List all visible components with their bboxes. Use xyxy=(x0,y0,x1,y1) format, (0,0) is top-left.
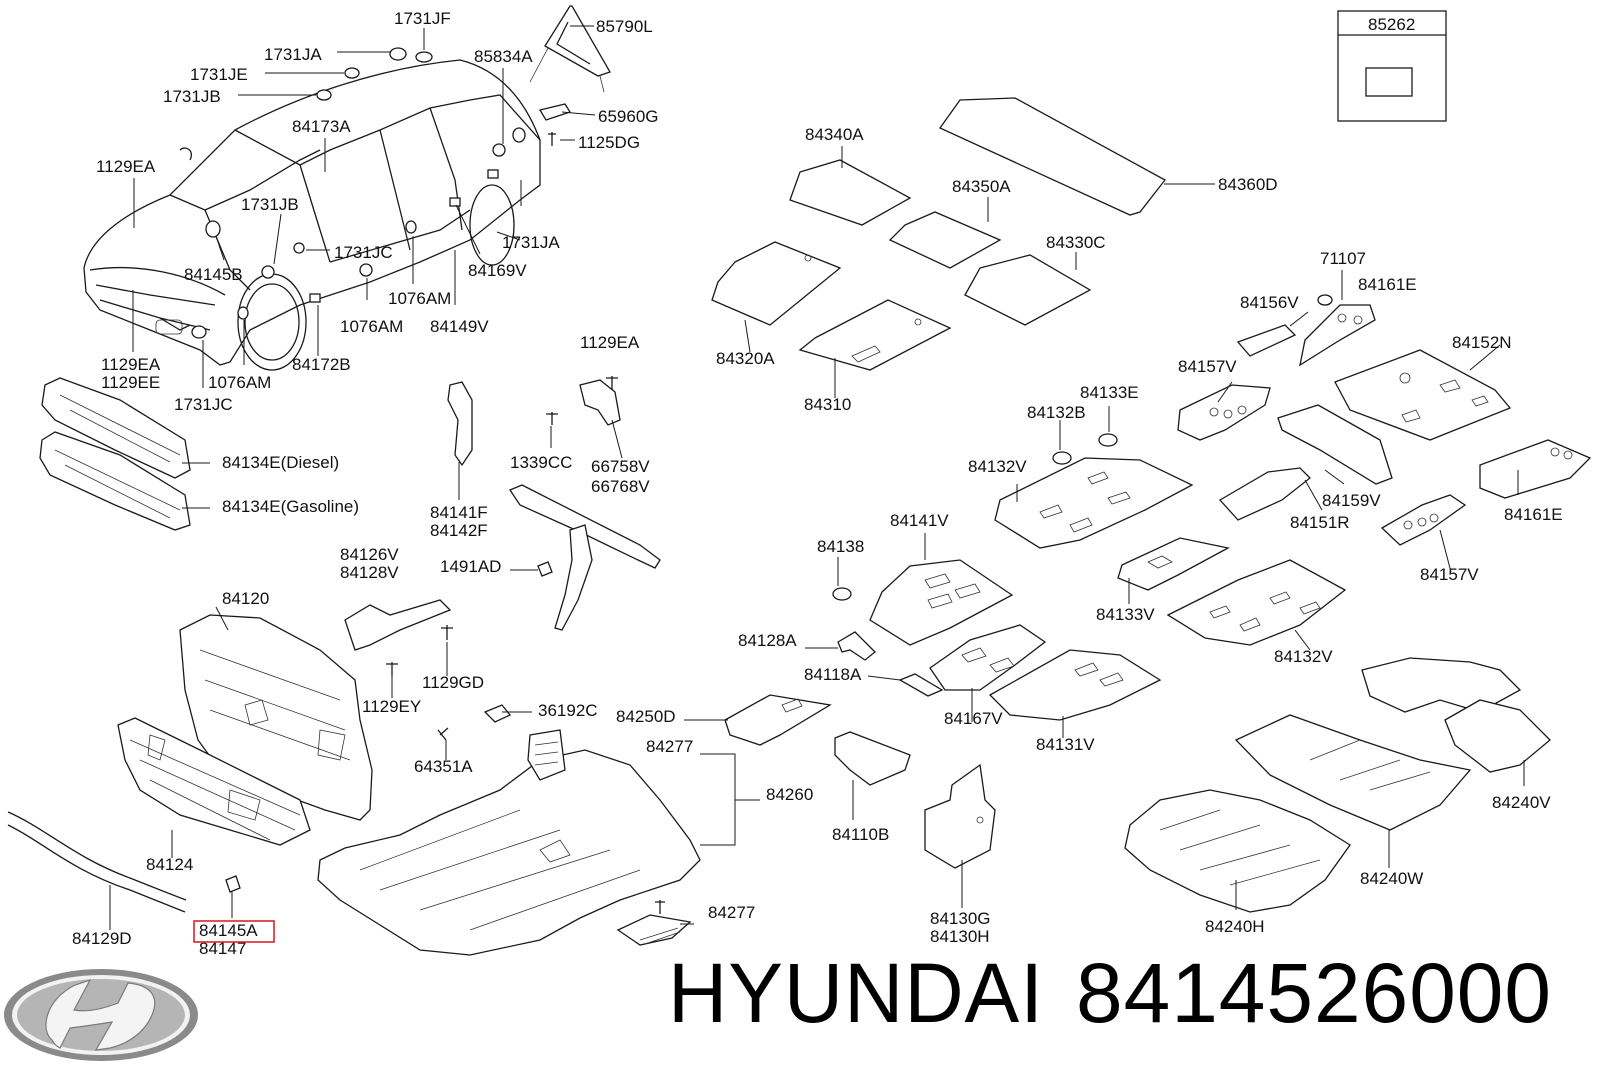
label-84240h: 84240H xyxy=(1205,917,1265,936)
label-1731je: 1731JE xyxy=(190,65,248,84)
label-84141v: 84141V xyxy=(890,511,949,530)
label-84340a: 84340A xyxy=(805,125,864,144)
floor-carpet-84260 xyxy=(317,729,701,956)
label-84240w: 84240W xyxy=(1360,869,1423,888)
label-66758v: 66758V xyxy=(591,457,650,476)
label-84161e-top: 84161E xyxy=(1358,275,1417,294)
label-84128v: 84128V xyxy=(340,563,399,582)
brand-name: HYUNDAI xyxy=(668,946,1044,1040)
label-84134e-gasoline: 84134E(Gasoline) xyxy=(222,497,359,516)
label-71107: 71107 xyxy=(1320,249,1366,268)
floor-mats xyxy=(711,97,1166,371)
carpets-84240 xyxy=(1124,657,1551,913)
label-84173a: 84173A xyxy=(292,117,351,136)
label-84149v: 84149V xyxy=(430,317,489,336)
label-1129gd: 1129GD xyxy=(422,673,484,692)
label-1129ea-b: 1129EA xyxy=(101,355,161,374)
label-84147: 84147 xyxy=(199,939,246,958)
hyundai-logo xyxy=(4,969,198,1061)
label-1731jf: 1731JF xyxy=(394,9,451,28)
label-84138: 84138 xyxy=(817,537,864,556)
label-84156v: 84156V xyxy=(1240,293,1299,312)
label-84157v-right: 84157V xyxy=(1420,565,1479,584)
label-84157v-top: 84157V xyxy=(1178,357,1237,376)
label-84250d: 84250D xyxy=(616,707,676,726)
label-84130g: 84130G xyxy=(930,909,991,928)
label-84126v: 84126V xyxy=(340,545,399,564)
label-84130h: 84130H xyxy=(930,927,990,946)
label-84132b: 84132B xyxy=(1027,403,1086,422)
label-64351a: 64351A xyxy=(414,757,473,776)
label-84159v: 84159V xyxy=(1322,491,1381,510)
label-84124: 84124 xyxy=(146,855,193,874)
label-65960g: 65960G xyxy=(598,107,659,126)
label-84133v: 84133V xyxy=(1096,605,1155,624)
label-84110b: 84110B xyxy=(832,825,889,844)
label-84277-top: 84277 xyxy=(646,737,693,756)
insulators-right xyxy=(724,294,1592,869)
label-1731jc-bot: 1731JC xyxy=(174,395,233,414)
label-1731jc-mid: 1731JC xyxy=(334,243,393,262)
label-1129ey: 1129EY xyxy=(362,697,421,716)
dash-panels-left xyxy=(7,376,661,913)
label-84145a: 84145A xyxy=(199,921,258,940)
label-84152n: 84152N xyxy=(1452,333,1512,352)
label-1731ja-top: 1731JA xyxy=(264,45,322,64)
label-84131v: 84131V xyxy=(1036,735,1095,754)
label-66768v: 66768V xyxy=(591,477,650,496)
part-labels: 1731JF 85790L 85262 1731JA 85834A 1731JE… xyxy=(72,9,1563,958)
label-1076am-a: 1076AM xyxy=(388,289,451,308)
label-84142f: 84142F xyxy=(430,521,488,540)
label-1731ja-right: 1731JA xyxy=(502,233,560,252)
label-84240v: 84240V xyxy=(1492,793,1551,812)
label-84128a: 84128A xyxy=(738,631,797,650)
label-84172b: 84172B xyxy=(292,355,351,374)
label-84350a: 84350A xyxy=(952,177,1011,196)
highlight-box-84145a xyxy=(193,920,275,943)
label-85834a: 85834A xyxy=(474,47,533,66)
label-1076am-c: 1076AM xyxy=(208,373,271,392)
label-84169v: 84169V xyxy=(468,261,527,280)
label-84141f: 84141F xyxy=(430,503,488,522)
label-84310: 84310 xyxy=(804,395,851,414)
label-84129d: 84129D xyxy=(72,929,132,948)
label-84161e-right: 84161E xyxy=(1504,505,1563,524)
label-84132v-bot: 84132V xyxy=(1274,647,1333,666)
label-84133e: 84133E xyxy=(1080,383,1139,402)
label-84330c: 84330C xyxy=(1046,233,1106,252)
label-1731jb-mid: 1731JB xyxy=(241,195,299,214)
warning-triangle-icon xyxy=(529,5,611,93)
label-1491ad: 1491AD xyxy=(440,557,501,576)
label-84260: 84260 xyxy=(766,785,813,804)
label-84360d: 84360D xyxy=(1218,175,1278,194)
label-84118a: 84118A xyxy=(804,665,862,684)
label-84145b: 84145B xyxy=(184,265,243,284)
label-1125dg: 1125DG xyxy=(578,133,640,152)
part-number: 8414526000 xyxy=(1076,946,1552,1040)
vehicle-body-illustration xyxy=(83,59,541,371)
label-1731jb-top: 1731JB xyxy=(163,87,221,106)
label-84120: 84120 xyxy=(222,589,269,608)
label-1076am-b: 1076AM xyxy=(340,317,403,336)
label-84151r: 84151R xyxy=(1290,513,1350,532)
label-1129ee: 1129EE xyxy=(101,373,160,392)
label-85262: 85262 xyxy=(1368,15,1415,34)
label-36192c: 36192C xyxy=(538,701,598,720)
label-box-85262 xyxy=(1337,10,1447,122)
label-84277-bot: 84277 xyxy=(708,903,755,922)
label-84132v-top: 84132V xyxy=(968,457,1027,476)
label-84167v: 84167V xyxy=(944,709,1003,728)
bracket-65960g xyxy=(538,103,571,146)
label-1129ea-mid: 1129EA xyxy=(580,333,640,352)
label-84320a: 84320A xyxy=(716,349,775,368)
label-1339cc: 1339CC xyxy=(510,453,572,472)
label-85790l: 85790L xyxy=(596,17,653,36)
body-plugs xyxy=(191,47,526,339)
label-84134e-diesel: 84134E(Diesel) xyxy=(222,453,339,472)
leader-lines xyxy=(109,25,1525,930)
label-1129ea-left: 1129EA xyxy=(96,157,156,176)
